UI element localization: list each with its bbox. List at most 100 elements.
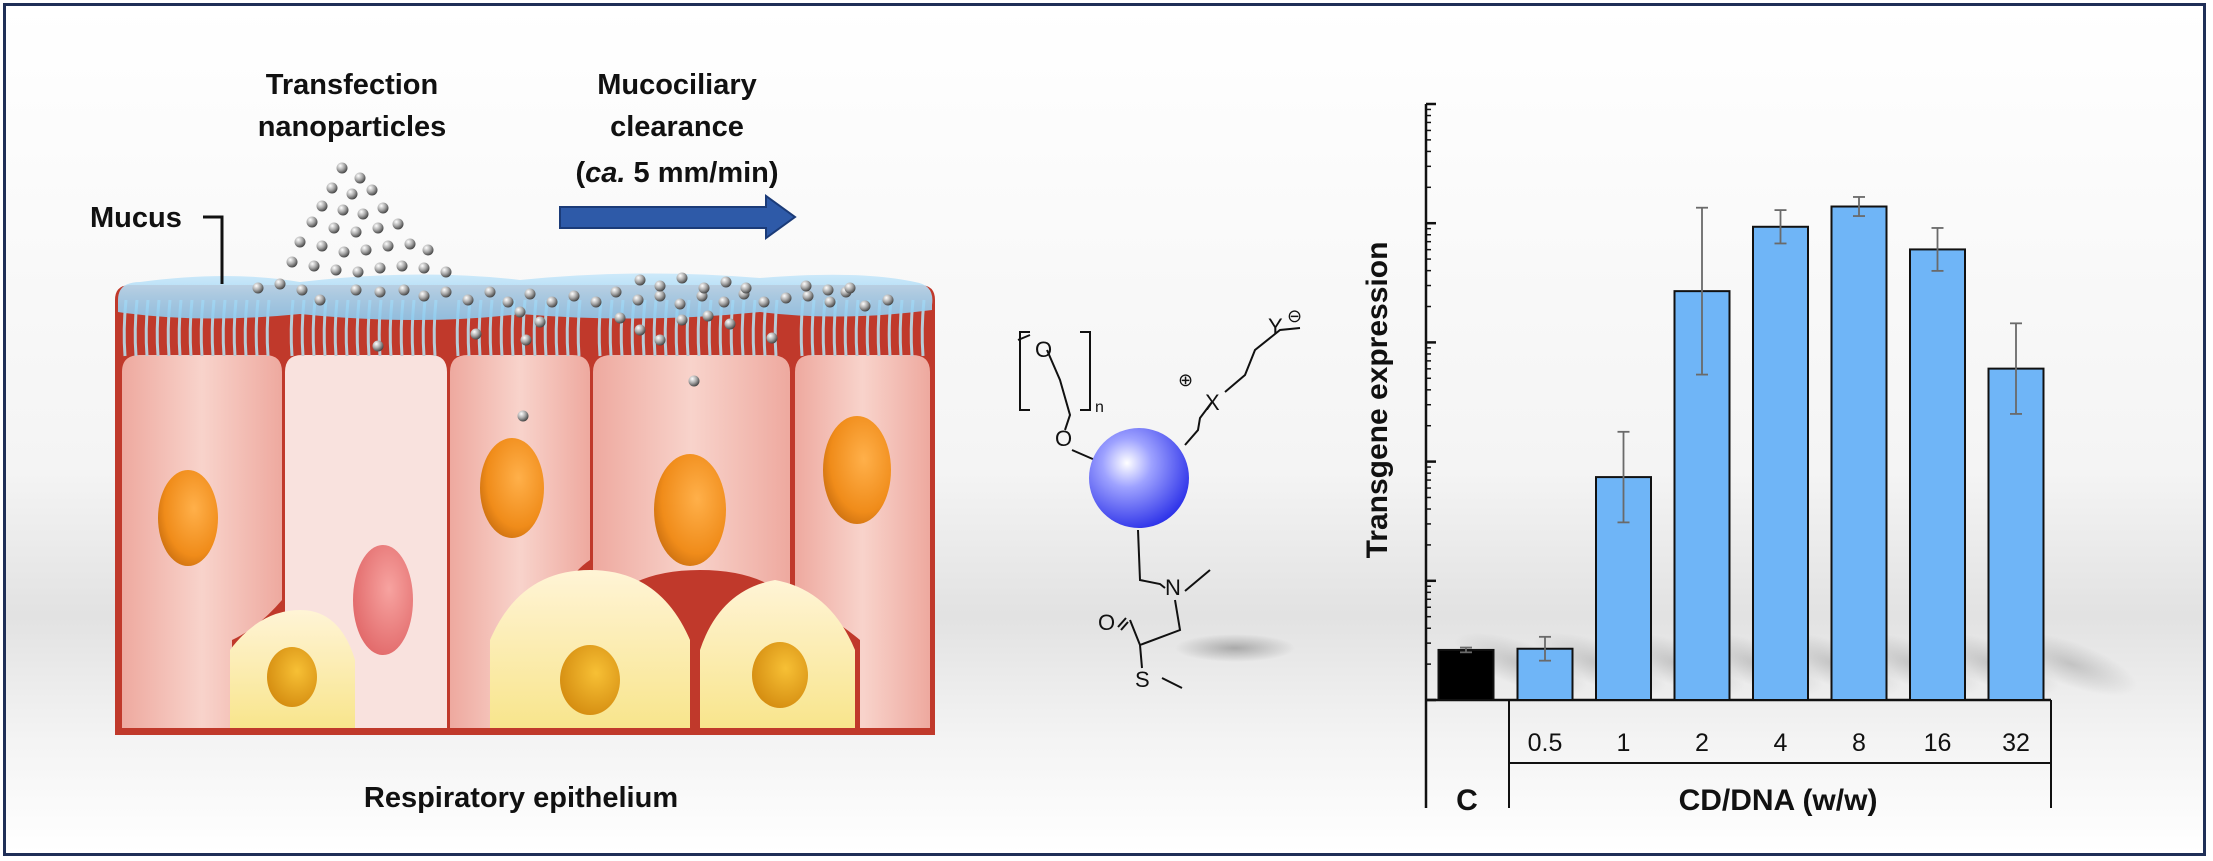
x-axis-label: CD/DNA (w/w) (1679, 784, 1878, 817)
atom-x: X (1205, 390, 1220, 415)
nanoparticle (674, 298, 686, 310)
nanoparticle (822, 284, 834, 296)
nanoparticle (328, 222, 340, 234)
control-label: C (1456, 784, 1478, 817)
nanoparticle (634, 324, 646, 336)
nanoparticle (360, 244, 372, 256)
nanoparticle (382, 240, 394, 252)
nanoparticle (502, 296, 514, 308)
epithelium-label: Respiratory epithelium (364, 782, 678, 814)
mucus-pointer (203, 215, 224, 284)
nanoparticle (398, 284, 410, 296)
nanoparticle (252, 282, 264, 294)
y-ticks (1426, 102, 1436, 702)
nanoparticle (326, 182, 338, 194)
nanoparticle (718, 296, 730, 308)
nanoparticle (352, 266, 364, 278)
x-tick-label: 4 (1774, 729, 1788, 757)
atom-o-peg: O (1035, 337, 1052, 362)
nanoparticle (338, 246, 350, 258)
y-axis-label: Transgene expression (1361, 242, 1394, 559)
nanoparticle (844, 282, 856, 294)
nanoparticle (392, 218, 404, 230)
nanoparticle (346, 188, 358, 200)
atom-o-linker: O (1055, 426, 1072, 451)
nanoparticle (517, 410, 529, 422)
nanoparticle (422, 244, 434, 256)
nanoparticle (676, 314, 688, 326)
atom-y: Y (1268, 314, 1283, 339)
nanoparticle (372, 340, 384, 352)
nanoparticle (632, 294, 644, 306)
nanoparticle (377, 202, 389, 214)
cyclodextrin-sphere (1089, 428, 1189, 528)
nucleus (158, 470, 218, 566)
nucleus (823, 416, 891, 524)
columnar-cell (450, 355, 590, 728)
atom-n: N (1165, 575, 1181, 600)
nanoparticle (274, 278, 286, 290)
peg-bracket (1019, 331, 1091, 411)
nanoparticles-label-line2: nanoparticles (258, 111, 447, 143)
nanoparticle (372, 222, 384, 234)
molecule-structure: O O n X ⊕ Y ⊖ N O S (1017, 306, 1302, 692)
nanoparticle (534, 316, 546, 328)
nanoparticle (357, 208, 369, 220)
nanoparticle (306, 216, 318, 228)
epithelium-illustration (115, 162, 935, 735)
nanoparticle (859, 300, 871, 312)
x-tick-label: 16 (1924, 729, 1952, 757)
charge-negative: ⊖ (1287, 306, 1302, 326)
x-tick-label: 2 (1695, 729, 1709, 757)
repeat-n: n (1095, 399, 1104, 416)
nanoparticle (724, 318, 736, 330)
nanoparticle (286, 256, 298, 268)
clearance-label-line1: Mucociliary (597, 69, 757, 101)
nanoparticle (484, 286, 496, 298)
nanoparticle (366, 184, 378, 196)
nanoparticle (354, 172, 366, 184)
nucleus (752, 642, 808, 708)
nanoparticle (654, 280, 666, 292)
nanoparticles (252, 162, 894, 422)
bar-4 (1752, 225, 1809, 701)
nanoparticle (654, 290, 666, 302)
nanoparticle (316, 240, 328, 252)
nanoparticle (350, 226, 362, 238)
nanoparticle (440, 266, 452, 278)
nucleus (353, 545, 413, 655)
nanoparticle (404, 238, 416, 250)
nanoparticle (470, 328, 482, 340)
nanoparticle (590, 296, 602, 308)
nanoparticle (688, 375, 700, 387)
nucleus (480, 438, 544, 538)
clearance-arrow (559, 194, 797, 240)
nanoparticle (800, 280, 812, 292)
nanoparticle (374, 262, 386, 274)
nanoparticle (610, 286, 622, 298)
nanoparticle (634, 274, 646, 286)
nanoparticle (374, 286, 386, 298)
nanoparticle (758, 296, 770, 308)
clearance-rate-label: (ca. 5 mm/min) (575, 157, 778, 189)
nanoparticle (314, 294, 326, 306)
nanoparticle (740, 282, 752, 294)
bar-16 (1909, 248, 1966, 701)
bar-32 (1987, 367, 2045, 701)
nanoparticle (702, 310, 714, 322)
x-tick-label: 8 (1852, 729, 1866, 757)
nanoparticle (296, 284, 308, 296)
nanoparticle (614, 312, 626, 324)
x-tick-label: 0.5 (1528, 729, 1563, 757)
nanoparticle (546, 296, 558, 308)
nanoparticle (524, 288, 536, 300)
bonds (1017, 327, 1301, 689)
x-tick-label: 1 (1617, 729, 1631, 757)
atom-o-carbonyl: O (1098, 610, 1115, 635)
nanoparticle (654, 334, 666, 346)
bar-control (1437, 648, 1495, 701)
bars (1437, 196, 2045, 702)
atom-s: S (1135, 667, 1150, 692)
